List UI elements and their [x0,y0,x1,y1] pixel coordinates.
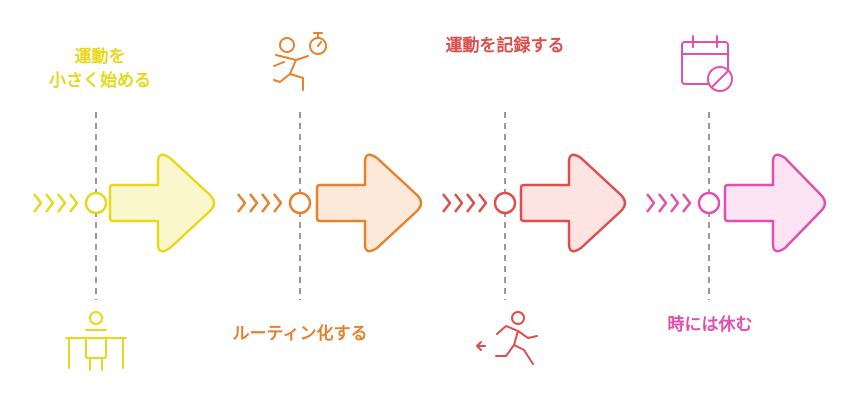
step-2-group [237,112,423,300]
step-4-group [646,112,827,300]
step-3-chevrons [442,193,488,213]
step-2-node [288,191,312,215]
step-2-chevrons [237,193,283,213]
runner-with-arrow-icon [476,311,538,365]
step-1-label-line-2: 小さく始める [49,71,151,91]
pull-up-bar-icon [65,311,127,371]
step-1-label-line-1: 運動を [74,47,126,67]
step-4-arrow [723,153,827,253]
step-4-chevrons [646,193,692,213]
step-3-group [442,112,627,300]
step-1-label: 運動を 小さく始める [35,45,165,93]
step-1-node [84,191,108,215]
step-3-label: 運動を記録する [420,34,590,58]
step-4-node [697,191,721,215]
step-4-label-line-1: 時には休む [667,315,753,335]
calendar-cancel-icon [681,35,733,92]
step-1-group [33,112,216,300]
step-3-label-line-1: 運動を記録する [445,36,565,56]
running-with-stopwatch-icon [273,32,327,91]
step-3-node [493,191,517,215]
step-3-arrow [519,153,627,253]
step-4-label: 時には休む [645,313,775,337]
step-2-arrow [315,153,423,253]
step-2-label-line-1: ルーティン化する [232,324,368,344]
step-1-chevrons [33,193,79,213]
step-2-label: ルーティン化する [205,322,395,346]
step-1-arrow [108,153,216,253]
